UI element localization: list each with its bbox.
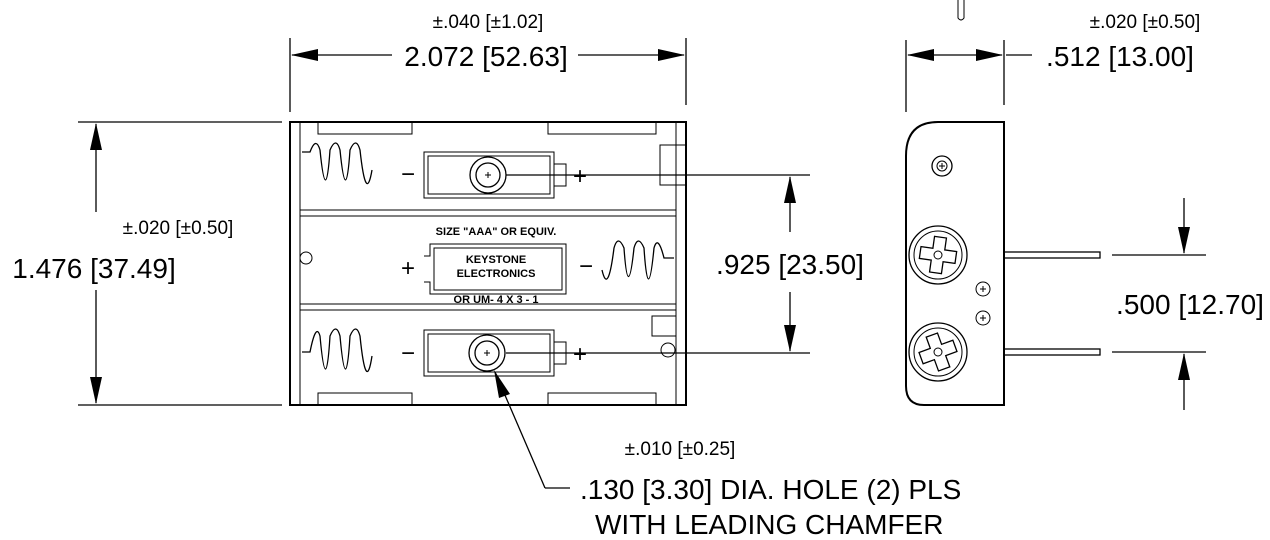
height-tolerance: ±.020 [±0.50] bbox=[123, 218, 234, 239]
pin-spacing-dimension: .925 [23.50] bbox=[506, 174, 864, 354]
height-value: 1.476 [37.49] bbox=[12, 253, 175, 284]
hole-callout: ±.010 [±0.25] .130 [3.30] DIA. HOLE (2) … bbox=[494, 370, 961, 540]
spring-bottom bbox=[302, 328, 373, 372]
pin-spacing-value: .925 [23.50] bbox=[716, 249, 864, 280]
height-dimension: ±.020 [±0.50] 1.476 [37.49] bbox=[12, 121, 282, 406]
depth-value: .512 [13.00] bbox=[1046, 41, 1194, 72]
holder-side-view bbox=[905, 0, 1101, 406]
minus-mark-middle: − bbox=[579, 253, 593, 280]
body-label-part: OR UM- 4 X 3 - 1 bbox=[454, 294, 539, 306]
body-label-keystone: KEYSTONE bbox=[466, 254, 526, 266]
label-plate bbox=[424, 243, 567, 295]
width-tolerance: ±.040 [±1.02] bbox=[433, 12, 544, 33]
hole-callout-line1: .130 [3.30] DIA. HOLE (2) PLS bbox=[580, 474, 961, 505]
plus-mark-top: + bbox=[573, 163, 587, 190]
minus-mark-bottom: − bbox=[401, 340, 415, 367]
hole-callout-line2: WITH LEADING CHAMFER bbox=[595, 509, 943, 540]
minus-mark-top: − bbox=[401, 161, 415, 188]
terminal-spacing-value: .500 [12.70] bbox=[1116, 289, 1264, 320]
width-dimension: ±.040 [±1.02] 2.072 [52.63] bbox=[289, 12, 687, 112]
holder-front-view: − + + − − + SIZE "AAA" OR EQUIV. KEYSTON… bbox=[289, 121, 687, 406]
width-value: 2.072 [52.63] bbox=[404, 41, 567, 72]
body-label-electronics: ELECTRONICS bbox=[457, 268, 536, 280]
spring-middle bbox=[601, 240, 674, 280]
plus-mark-bottom: + bbox=[573, 341, 587, 368]
hole-tolerance: ±.010 [±0.25] bbox=[625, 439, 736, 460]
contact-top bbox=[423, 151, 567, 199]
depth-tolerance: ±.020 [±0.50] bbox=[1090, 12, 1201, 33]
spring-top bbox=[302, 142, 373, 184]
depth-dimension: ±.020 [±0.50] .512 [13.00] bbox=[905, 12, 1201, 112]
terminal-spacing-dimension: .500 [12.70] bbox=[1112, 198, 1264, 410]
body-label-size: SIZE "AAA" OR EQUIV. bbox=[436, 226, 557, 238]
plus-mark-middle: + bbox=[401, 255, 415, 282]
